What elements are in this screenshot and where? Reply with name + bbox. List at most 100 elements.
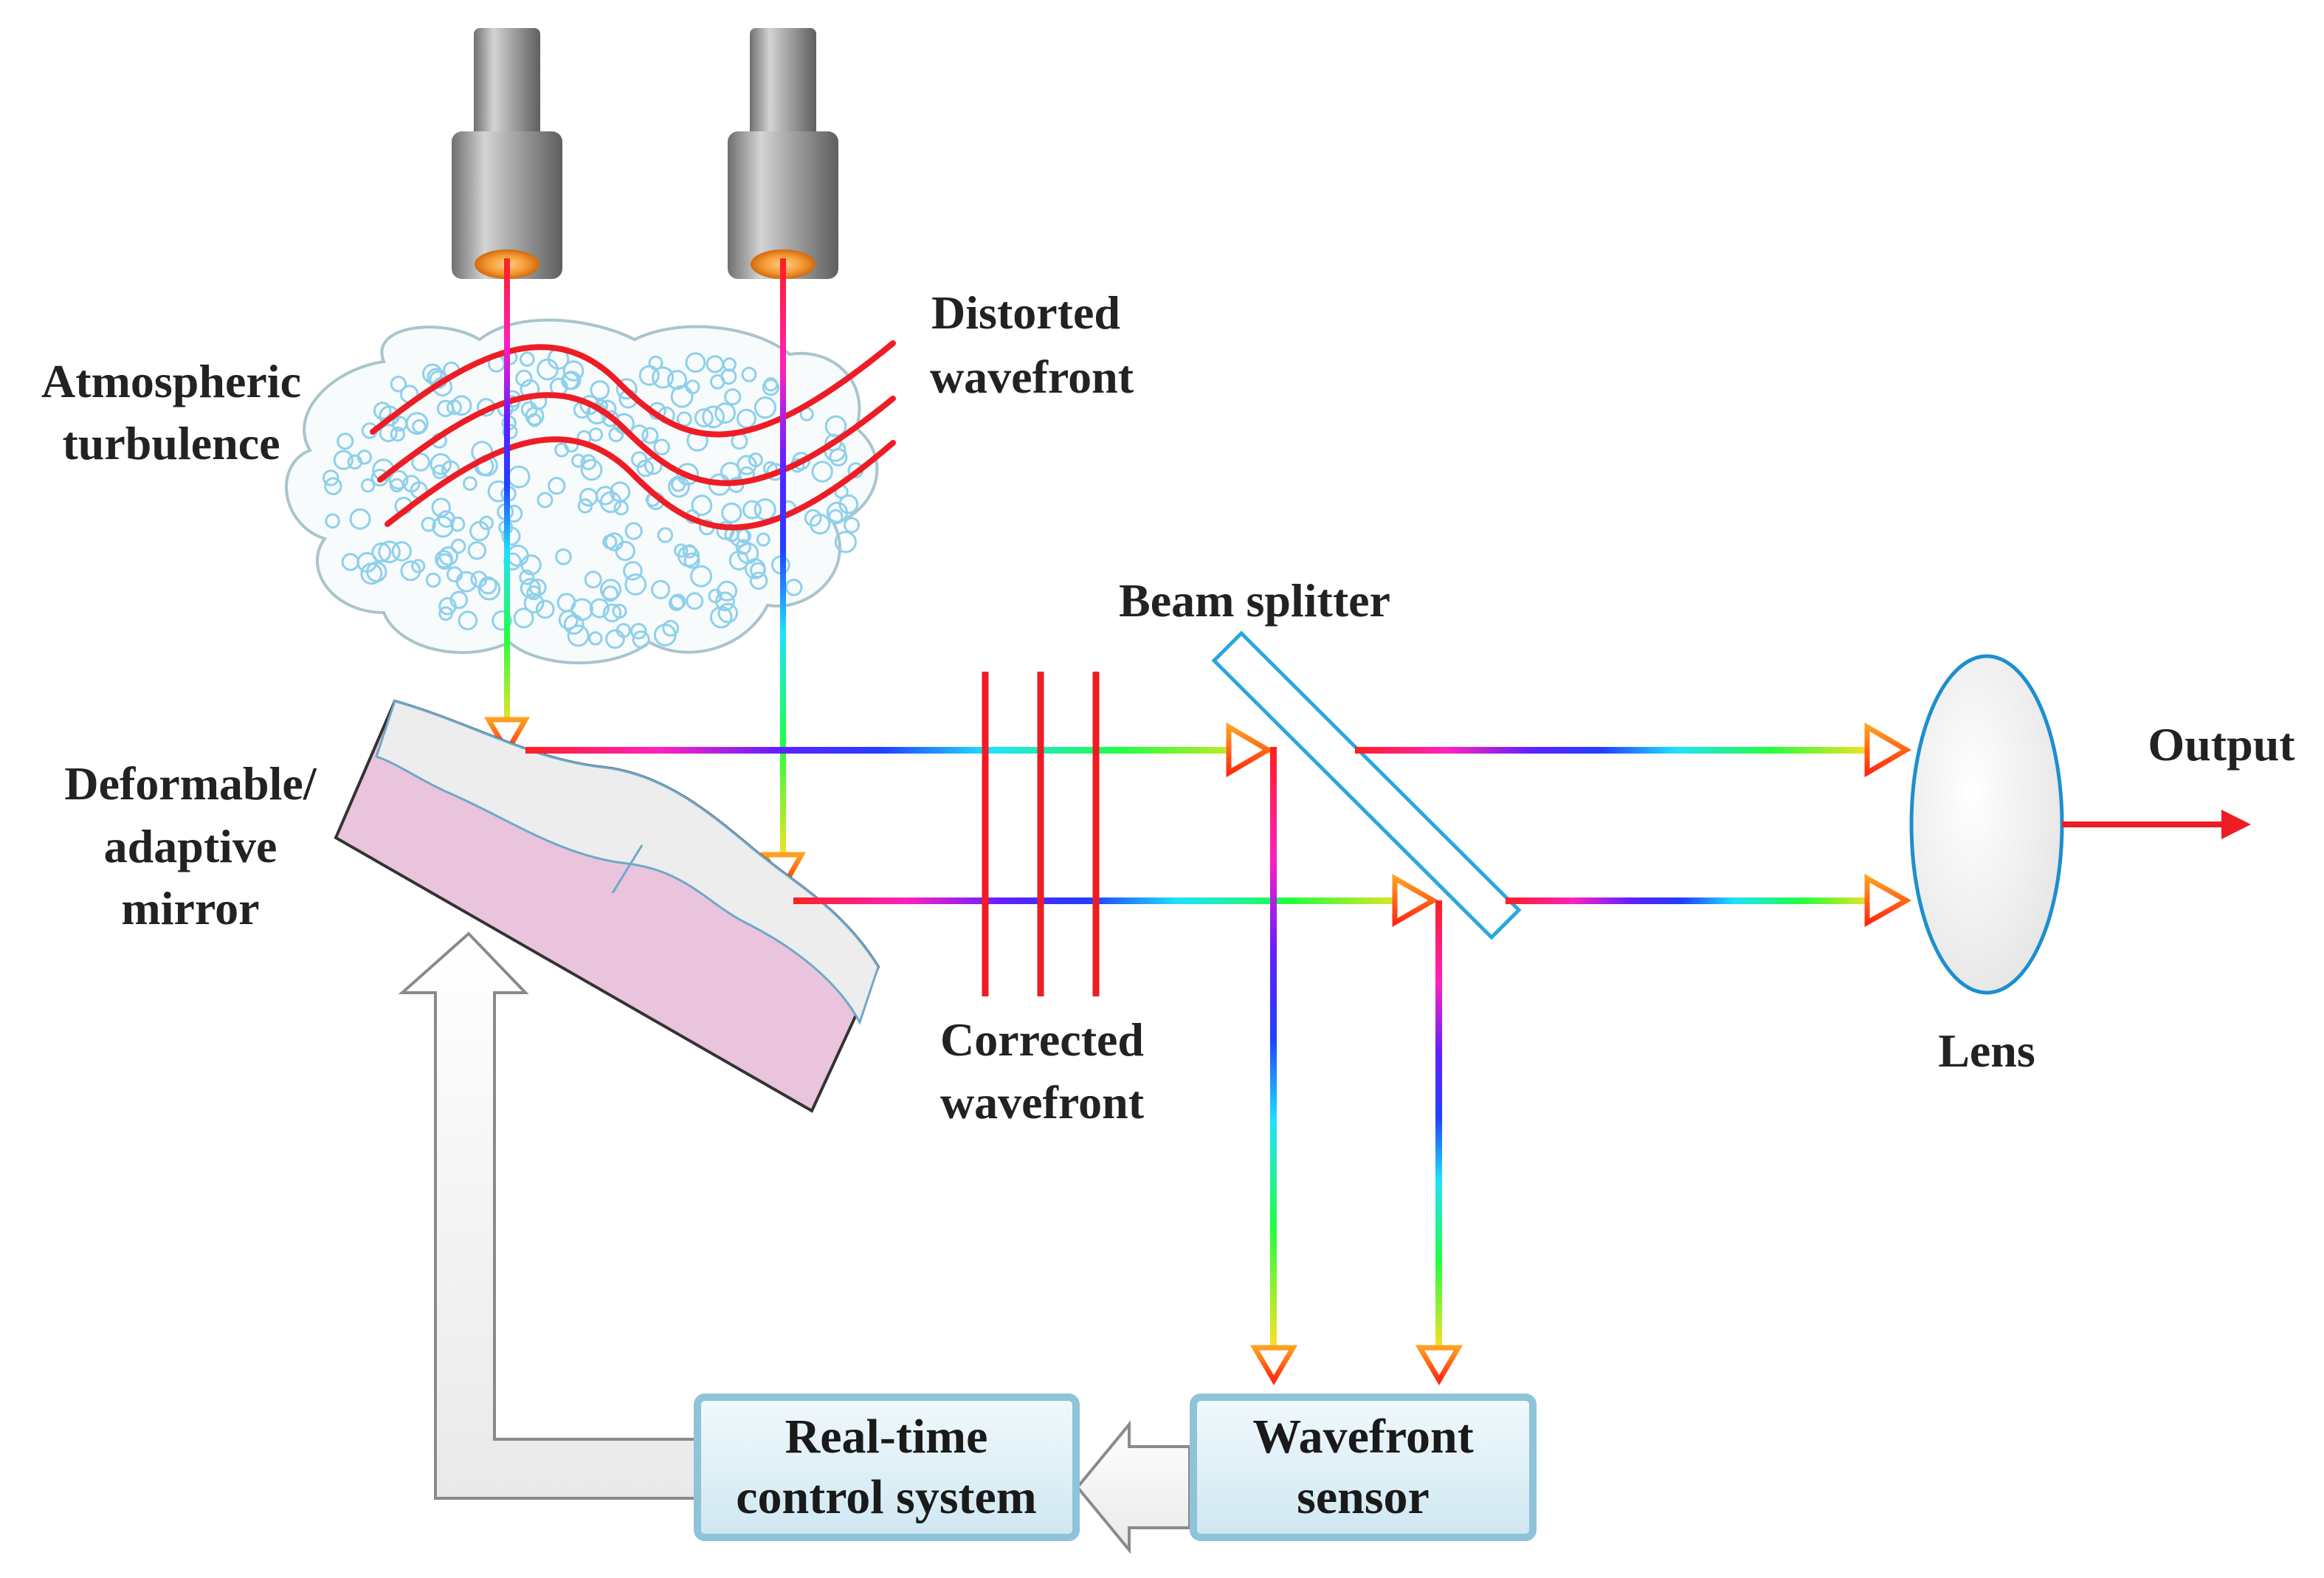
- turbulence-bubble: [411, 452, 430, 472]
- turbulence-bubble: [742, 500, 762, 520]
- turbulence-bubble: [435, 550, 453, 569]
- turbulence-bubble: [463, 476, 477, 491]
- turbulence-bubble: [670, 385, 694, 408]
- turbulence-bubble: [826, 501, 849, 523]
- turbulence-bubble: [430, 452, 452, 475]
- turbulence-bubble: [400, 560, 421, 582]
- atmospheric-turbulence-label-2: turbulence: [62, 417, 280, 469]
- turbulence-bubble: [324, 477, 342, 495]
- turbulence-bubble: [520, 401, 538, 418]
- turbulence-bubble: [638, 365, 660, 386]
- turbulence-bubble: [379, 424, 398, 443]
- turbulence-bubble: [756, 532, 770, 547]
- turbulence-bubble: [653, 624, 677, 647]
- control-system-line2: control system: [736, 1470, 1037, 1524]
- reflected-beams: [525, 722, 1439, 928]
- turbulence-bubble: [402, 475, 421, 493]
- turbulence-bubble: [715, 591, 735, 612]
- turbulence-bubble: [515, 369, 533, 387]
- turbulence-bubble: [702, 405, 725, 429]
- turbulence-bubble: [602, 585, 619, 602]
- output-arrow: [2062, 810, 2251, 839]
- turbulence-bubble: [741, 366, 757, 382]
- turbulence-bubble: [431, 497, 451, 517]
- turbulence-bubble: [632, 630, 650, 649]
- deformable-mirror-label-1: Deformable/: [64, 757, 317, 810]
- turbulence-bubble: [436, 399, 455, 418]
- turbulence-bubble: [349, 508, 371, 530]
- turbulence-bubble: [674, 543, 689, 558]
- turbulence-bubble: [562, 371, 582, 390]
- turbulence-bubble: [584, 571, 602, 589]
- turbulence-bubble: [811, 461, 833, 483]
- turbulence-bubble: [720, 368, 737, 385]
- turbulence-bubble: [631, 451, 648, 468]
- turbulence-bubble: [425, 572, 441, 588]
- turbulence-bubble: [717, 580, 738, 602]
- turbulence-bubble: [438, 606, 453, 621]
- turbulence-bubble: [683, 552, 700, 569]
- turbulence-bubble: [721, 502, 742, 523]
- turbulence-bubble: [754, 396, 777, 419]
- beam-splitter: [1211, 630, 1522, 940]
- turbulence-bubble: [762, 379, 780, 396]
- atmospheric-turbulence-label-1: Atmospheric: [41, 355, 301, 407]
- turbulence-bubble: [438, 546, 458, 566]
- turbulence-bubble: [671, 477, 686, 492]
- turbulence-bubble: [590, 380, 610, 400]
- turbulence-bubble: [390, 376, 407, 393]
- turbulence-bubble: [785, 579, 803, 596]
- turbulence-bubble: [360, 478, 376, 493]
- control-system-line1: Real-time: [785, 1410, 988, 1464]
- turbulence-bubble: [724, 388, 742, 406]
- turbulence-bubble: [623, 561, 643, 581]
- turbulence-bubble: [325, 513, 340, 529]
- turbulence-bubble: [519, 569, 535, 585]
- turbulence-bubble: [838, 494, 859, 514]
- turbulence-bubble: [492, 610, 512, 631]
- turbulence-bubble: [636, 459, 655, 478]
- laser-right: [728, 28, 838, 279]
- turbulence-bubble: [555, 548, 572, 565]
- turbulence-bubble: [562, 360, 585, 382]
- distorted-wavefront-label-2: wavefront: [930, 351, 1134, 403]
- turbulence-bubble: [390, 427, 405, 442]
- turbulence-bubble: [717, 602, 739, 624]
- corrected-wavefront-lines: [982, 672, 1100, 996]
- lens: [1909, 654, 2064, 995]
- control-system-box: Real-time control system: [694, 1393, 1080, 1541]
- turbulence-bubble: [624, 522, 643, 540]
- turbulence-bubble: [373, 402, 392, 420]
- turbulence-bubble: [710, 606, 733, 629]
- turbulence-bubble: [322, 469, 339, 486]
- turbulence-bubble: [750, 562, 766, 579]
- turbulence-bubble: [513, 607, 534, 629]
- turbulence-bubble: [691, 495, 713, 517]
- turbulence-bubble: [809, 513, 831, 535]
- beam-splitter-label: Beam splitter: [1119, 574, 1390, 627]
- turbulence-bubble: [604, 532, 624, 551]
- turbulence-bubble: [571, 453, 586, 468]
- deformable-mirror-label-2: adaptive: [104, 820, 277, 872]
- transmitted-beams: [1355, 722, 1912, 928]
- turbulence-bubble: [391, 541, 412, 562]
- sensor-beams: [1249, 747, 1463, 1385]
- turbulence-bubble: [458, 610, 478, 631]
- feedback-arrow-to-control: [1075, 1420, 1191, 1554]
- turbulence-bubble: [347, 454, 362, 470]
- turbulence-bubble: [599, 491, 622, 514]
- turbulence-bubble: [804, 509, 822, 527]
- turbulence-bubble: [579, 488, 599, 507]
- turbulence-bubble: [616, 623, 631, 638]
- turbulence-bubble: [690, 565, 713, 588]
- turbulence-bubble: [455, 571, 477, 593]
- turbulence-bubble: [624, 573, 647, 596]
- turbulence-bubble: [686, 592, 704, 610]
- turbulence-bubble: [422, 363, 443, 385]
- turbulence-bubble: [467, 541, 486, 560]
- turbulence-bubble: [824, 433, 843, 452]
- turbulence-bubble: [844, 517, 860, 534]
- turbulence-bubble: [754, 498, 776, 521]
- laser-left: [452, 28, 562, 279]
